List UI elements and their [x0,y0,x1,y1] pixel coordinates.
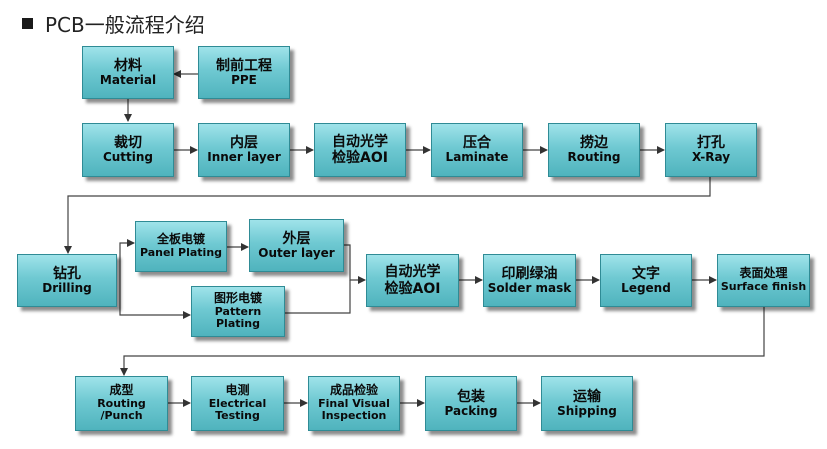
box-outer-layer-en: Outer layer [258,245,335,260]
box-ppe-en: PPE [231,72,257,87]
box-aoi-2-zh: 自动光学 [384,264,441,281]
box-inner-layer-zh: 内层 [230,135,258,152]
box-electrical-en: Electrical [208,396,267,410]
box-shipping-zh: 运输 [573,388,601,405]
square-bullet-icon [22,17,33,29]
box-packing-zh: 包装 [457,388,485,405]
box-aoi-1-en: 检验AOI [332,150,388,166]
box-routing-en: Routing [567,150,621,165]
arrow-outer-to-aoi [344,244,366,284]
box-xray-zh: 打孔 [697,135,725,152]
box-panel-plating-en: Panel Plating [139,246,223,260]
box-pattern-plating: 图形电镀 Pattern Plating [191,286,285,337]
box-drilling-en: Drilling [42,280,92,295]
box-shipping: 运输 Shipping [541,376,633,431]
box-panel-plating-zh: 全板电镀 [156,232,205,247]
box-ppe: 制前工程 PPE [198,46,290,99]
arrow-drilling-to-pattern [119,280,191,319]
box-legend: 文字 Legend [600,254,692,307]
title-text: PCB一般流程介绍 [45,12,205,37]
box-cutting-zh: 裁切 [114,135,142,152]
box-electrical: 电测 Electrical Testing [191,376,284,431]
box-laminate: 压合 Laminate [431,123,523,177]
box-legend-zh: 文字 [632,265,660,282]
box-laminate-zh: 压合 [463,135,491,152]
box-fvi-en: Final Visual [318,396,390,410]
box-shipping-en: Shipping [557,403,617,418]
box-xray-en: X-Ray [691,150,731,165]
box-packing-en: Packing [444,403,498,418]
box-aoi-2: 自动光学 检验AOI [366,254,459,307]
box-electrical-en2: Testing [215,409,260,423]
box-pattern-plating-zh: 图形电镀 [213,290,262,305]
box-solder-mask: 印刷绿油 Solder mask [483,254,576,307]
box-solder-mask-en: Solder mask [487,280,572,295]
box-forming-en: Routing [97,396,146,410]
box-panel-plating: 全板电镀 Panel Plating [135,221,227,272]
box-forming: 成型 Routing /Punch [75,376,168,431]
box-laminate-en: Laminate [445,150,509,165]
box-routing: 捞边 Routing [548,123,640,177]
arrow-pattern-to-aoi [285,280,351,314]
box-inner-layer: 内层 Inner layer [198,123,290,177]
box-routing-zh: 捞边 [580,135,608,152]
arrow-xray-to-drilling [64,177,711,254]
box-final-visual-inspection: 成品检验 Final Visual Inspection [308,376,400,431]
box-material: 材料 Material [82,46,174,99]
box-outer-layer: 外层 Outer layer [249,219,344,272]
box-packing: 包装 Packing [425,376,517,431]
box-material-en: Material [99,72,157,87]
box-electrical-zh: 电测 [225,382,250,397]
box-aoi-1: 自动光学 检验AOI [314,123,406,177]
page-title: PCB一般流程介绍 [22,8,205,38]
box-forming-en2: /Punch [100,409,143,423]
box-inner-layer-en: Inner layer [207,150,281,165]
arrow-drilling-to-panel [119,239,135,280]
box-drilling-zh: 钻孔 [53,265,81,282]
box-cutting-en: Cutting [102,150,154,165]
box-ppe-zh: 制前工程 [216,57,272,74]
box-surface-finish-zh: 表面处理 [739,266,788,281]
box-pattern-plating-en: Pattern Plating [214,304,262,331]
box-surface-finish-en: Surface finish [720,280,807,294]
box-aoi-1-zh: 自动光学 [332,133,388,150]
box-material-zh: 材料 [114,57,142,74]
box-aoi-2-en: 检验AOI [384,280,441,297]
box-surface-finish: 表面处理 Surface finish [717,254,810,307]
box-solder-mask-zh: 印刷绿油 [501,265,558,282]
box-forming-zh: 成型 [109,382,134,397]
box-legend-en: Legend [621,280,671,295]
box-fvi-zh: 成品检验 [329,382,378,397]
box-outer-layer-zh: 外层 [282,230,311,247]
box-drilling: 钻孔 Drilling [17,254,117,307]
box-cutting: 裁切 Cutting [82,123,174,177]
box-fvi-en2: Inspection [321,409,387,423]
box-xray: 打孔 X-Ray [665,123,757,177]
arrow-surface-to-forming [120,307,765,376]
